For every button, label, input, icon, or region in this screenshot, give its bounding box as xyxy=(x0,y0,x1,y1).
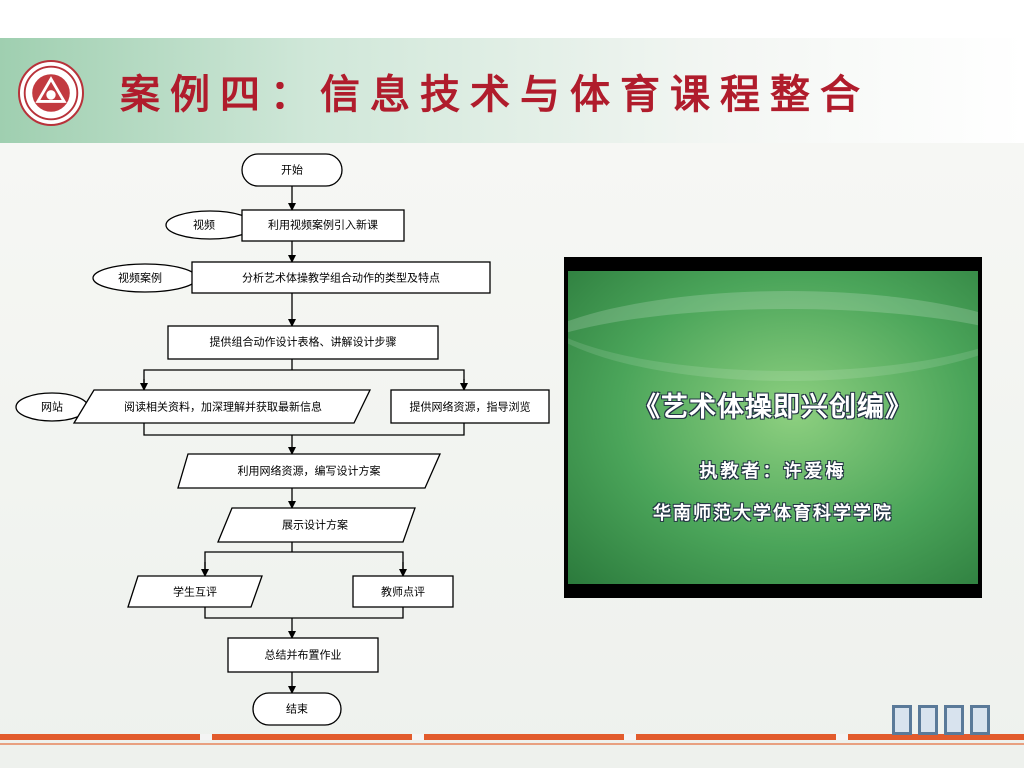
step4a-node xyxy=(72,389,372,424)
deco-square xyxy=(918,705,938,735)
video-player[interactable]: 《艺术体操即兴创编》 执教者：许爱梅 华南师范大学体育科学学院 xyxy=(564,257,982,598)
corner-decoration xyxy=(892,705,996,739)
step6-label: 展示设计方案 xyxy=(282,518,348,532)
video-author: 执教者：许爱梅 xyxy=(699,461,847,482)
connector xyxy=(143,423,465,436)
step8-node xyxy=(227,637,379,673)
start-label: 开始 xyxy=(281,163,303,177)
end-node xyxy=(252,692,342,726)
step5-label: 利用网络资源，编写设计方案 xyxy=(238,464,381,478)
step3-node xyxy=(167,325,439,360)
step4a-label: 阅读相关资料，加深理解并获取最新信息 xyxy=(124,400,322,414)
start-node xyxy=(241,153,343,187)
step7b-node xyxy=(352,575,454,608)
video-tag-label: 视频 xyxy=(193,218,215,232)
step1-label: 利用视频案例引入新课 xyxy=(268,218,378,232)
step6-node xyxy=(217,507,416,543)
university-logo xyxy=(18,60,84,126)
deco-square xyxy=(892,705,912,735)
end-label: 结束 xyxy=(286,703,308,716)
footer-stripe xyxy=(0,734,1024,740)
case-tag-label: 视频案例 xyxy=(118,271,162,285)
step1-node xyxy=(241,209,405,242)
video-frame: 《艺术体操即兴创编》 执教者：许爱梅 华南师范大学体育科学学院 xyxy=(568,271,978,584)
header-band xyxy=(0,38,1024,143)
deco-square xyxy=(944,705,964,735)
connector xyxy=(204,551,404,575)
step7a-label: 学生互评 xyxy=(173,585,217,599)
step8-label: 总结并布置作业 xyxy=(265,648,342,662)
step7b-label: 教师点评 xyxy=(381,586,425,599)
step3-label: 提供组合动作设计表格、讲解设计步骤 xyxy=(210,335,397,349)
step2-label: 分析艺术体操教学组合动作的类型及特点 xyxy=(242,271,440,285)
web-tag-label: 网站 xyxy=(41,400,63,414)
slide-title: 案例四：信息技术与体育课程整合 xyxy=(120,71,870,118)
connector xyxy=(204,607,404,619)
background-wave xyxy=(568,271,978,381)
step4b-node xyxy=(390,389,550,424)
step4b-label: 提供网络资源，指导浏览 xyxy=(410,400,531,414)
deco-square xyxy=(970,705,990,735)
step5-node xyxy=(177,453,441,489)
video-school: 华南师范大学体育科学学院 xyxy=(653,503,893,524)
step2-node xyxy=(191,261,491,294)
step7a-node xyxy=(127,575,263,608)
video-title: 《艺术体操即兴创编》 xyxy=(633,392,913,423)
connector xyxy=(143,369,465,386)
footer-line xyxy=(0,743,1024,745)
